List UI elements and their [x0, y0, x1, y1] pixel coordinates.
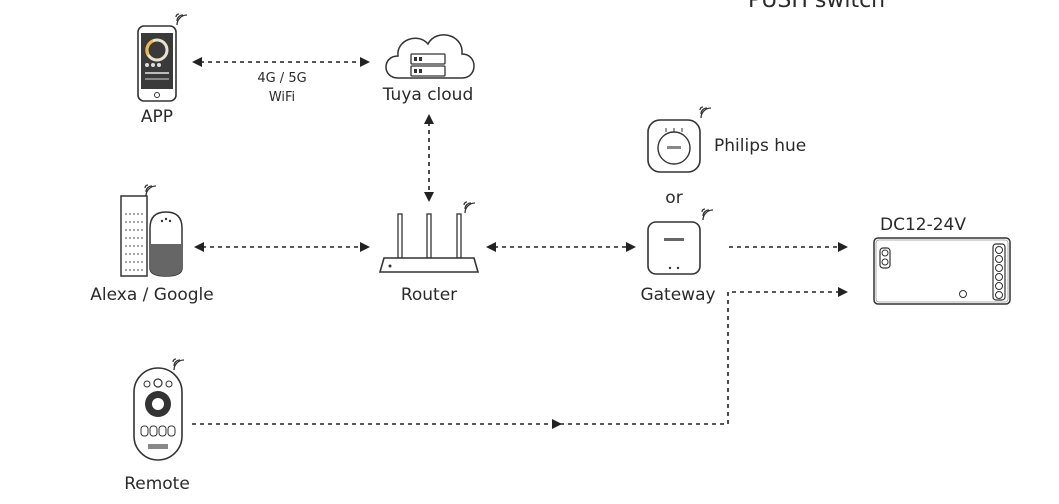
cloud-label: Tuya cloud [382, 85, 474, 105]
arrow-cloud-up [424, 114, 434, 124]
app-label: APP [140, 107, 174, 127]
link-remote-controller [192, 291, 838, 425]
arrow-router-left [486, 242, 496, 252]
controller-icon [873, 237, 1011, 305]
arrow-router-down [424, 192, 434, 202]
arrow-app-left [192, 57, 202, 67]
gateway-label: Gateway [640, 285, 716, 305]
controller-voltage-label: DC12-24V [880, 215, 966, 235]
smartphone-icon [137, 13, 188, 102]
arrowheads [192, 57, 848, 429]
remote-label: Remote [124, 474, 190, 494]
arrow-gateway-right [626, 242, 636, 252]
smart-speakers-icon [120, 184, 183, 277]
or-label: or [665, 188, 683, 208]
arrow-remote-mid [552, 419, 562, 429]
link-label-network: 4G / 5G [257, 71, 307, 86]
router-label: Router [400, 285, 458, 305]
philips-hue-label: Philips hue [714, 136, 807, 156]
remote-icon [133, 358, 185, 461]
cloud-icon [385, 34, 475, 79]
arrow-controller-bottom [838, 287, 848, 297]
partial-top-text: PUSH switch [748, 0, 886, 13]
alexa-google-label: Alexa / Google [90, 285, 214, 305]
gateway-icon [647, 208, 714, 275]
arrow-router-right [360, 242, 370, 252]
router-icon [378, 201, 480, 273]
connection-lines [192, 61, 838, 425]
philips-hue-bridge-icon [647, 106, 712, 173]
arrow-cloud-right [360, 57, 370, 67]
arrow-controller-top [838, 242, 848, 252]
link-label-wifi: WiFi [268, 90, 296, 105]
arrow-alexa-left [194, 242, 204, 252]
